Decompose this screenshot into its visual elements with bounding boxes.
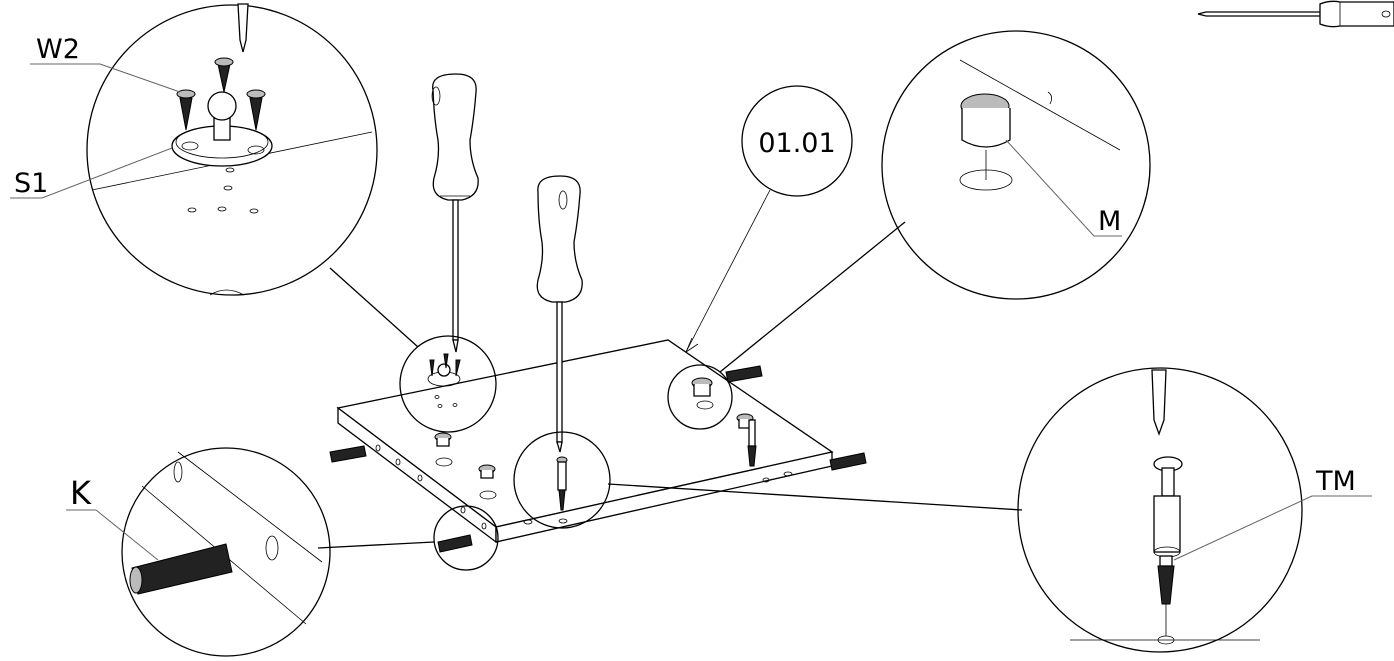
callout-circle-tm-small [513, 431, 611, 529]
callout-circle-k-small [433, 505, 499, 571]
cam-fitting-board-2 [478, 464, 496, 479]
dowel-right [829, 452, 867, 471]
dowel-left [329, 445, 367, 463]
leader-s1 [329, 267, 419, 348]
leader-k [317, 541, 435, 549]
part-label-s1: S1 [14, 168, 48, 199]
label-w2: W2 [30, 34, 181, 93]
cam-fitting-board-3 [736, 413, 757, 467]
label-s1: S1 [10, 147, 173, 199]
detail-circle-tm [1017, 367, 1303, 653]
part-label-tm: TM [1315, 466, 1356, 497]
leader-m [719, 221, 906, 373]
label-tm: TM [1173, 466, 1372, 561]
part-label-m: M [1098, 206, 1121, 237]
leader-tm [607, 483, 1023, 511]
leader-step [685, 189, 771, 353]
dowel-front [437, 534, 473, 553]
detail-circle-m [881, 30, 1151, 300]
step-number: 01.01 [758, 128, 835, 159]
step-callout-circle [741, 85, 853, 197]
screwdriver-left-icon [431, 73, 479, 353]
part-label-w2: W2 [36, 34, 80, 65]
callout-circle-s1-small [399, 335, 497, 433]
detail-circle-k [121, 447, 331, 657]
detail-circle-s1 [86, 3, 378, 296]
screwdriver-corner-icon [1197, 0, 1394, 28]
dowel-back [725, 365, 763, 383]
leader-step-arrow [685, 337, 699, 353]
label-m: M [1005, 139, 1122, 237]
callout-circle-m-small [667, 364, 733, 430]
screwdriver-middle-icon [536, 175, 583, 453]
label-k: K [66, 474, 159, 561]
part-label-k: K [70, 474, 92, 512]
cam-fitting-board-1 [434, 432, 452, 447]
